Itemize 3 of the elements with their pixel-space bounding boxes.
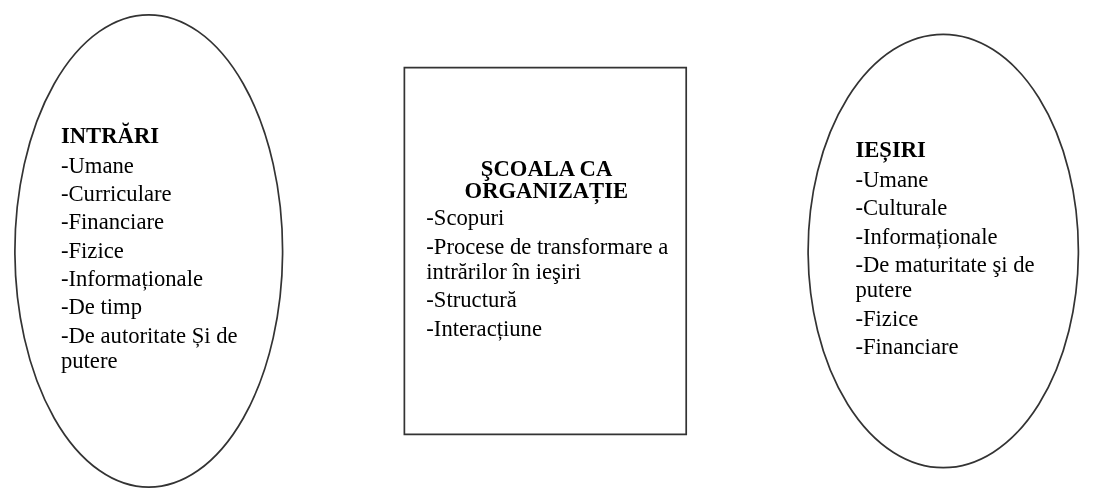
node-box: ŞCOALA CA ORGANIZAȚIE -Scopuri -Procese de transformare a intrărilor în ieşiri -Structură -Interacțiune <box>403 66 688 436</box>
node-ellipse: IEȘIRI -Umane -Culturale -Informaționale -De maturitate şi de putere -Fizice -Financiare <box>807 33 1080 469</box>
node-ellipse: INTRĂRI -Umane -Curriculare -Financiare -Fizice -Informaționale -De timp -De autoritate Și de putere <box>14 14 284 488</box>
